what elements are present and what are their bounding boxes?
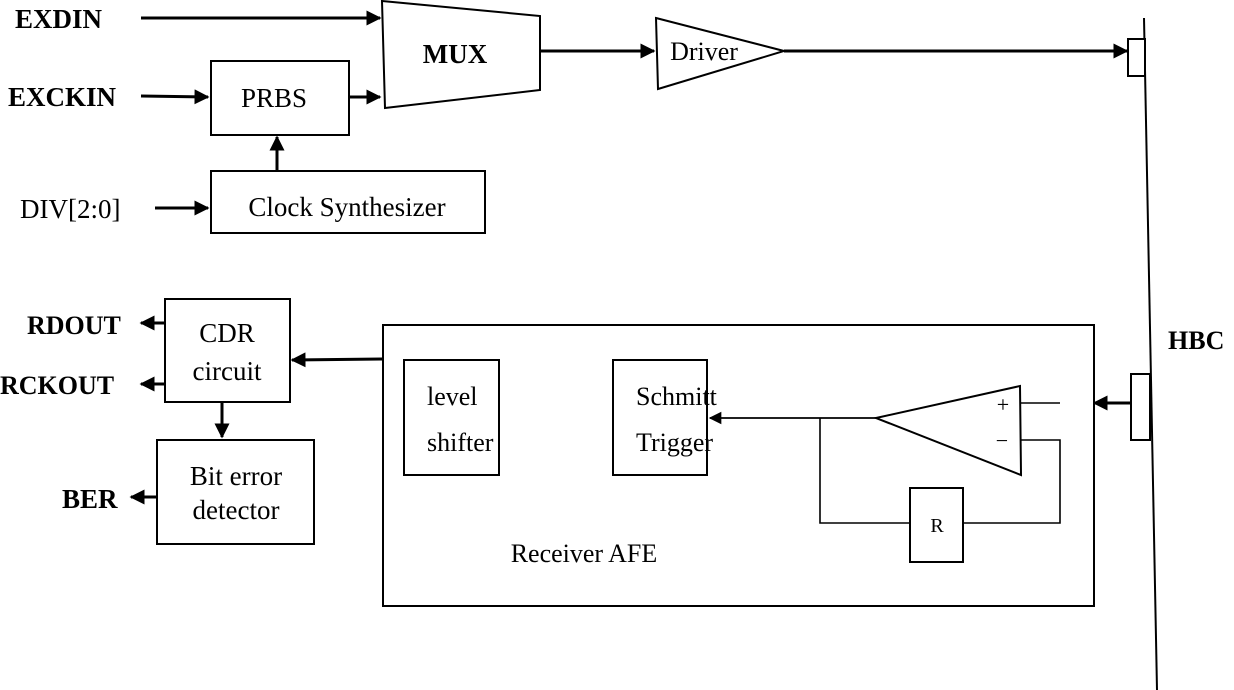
- exdin-label: EXDIN: [15, 4, 103, 34]
- schmitt-trigger-block: [612, 359, 708, 476]
- clock-synthesizer-block: [210, 170, 486, 234]
- receiver-afe-label: Receiver AFE: [511, 539, 658, 568]
- level-shifter-label-1: level: [427, 382, 478, 411]
- hbc-label: HBC: [1168, 326, 1224, 355]
- ber-label: BER: [62, 484, 118, 514]
- level-shifter-label-2: shifter: [427, 428, 494, 457]
- opamp-minus-sign: −: [996, 428, 1008, 453]
- tx-electrode: [1127, 38, 1146, 77]
- bit-error-detector-label-2: detector: [193, 495, 280, 525]
- resistor-block: [909, 487, 964, 563]
- exckin-arrow: [140, 89, 210, 105]
- rx-electrode: [1130, 373, 1151, 441]
- cdr-label-2: circuit: [193, 356, 262, 386]
- rckout-label: RCKOUT: [0, 371, 114, 400]
- cdr-circuit-block: [164, 298, 291, 403]
- schmitt-trigger-label-2: Trigger: [636, 428, 713, 457]
- opamp-minus-feedback-wire: [963, 439, 1061, 524]
- driver-block: [654, 16, 788, 91]
- receiver-afe-block: [382, 324, 1095, 607]
- div-label: DIV[2:0]: [20, 194, 120, 224]
- afe-to-cdr-arrow: [290, 352, 384, 368]
- rdout-label: RDOUT: [27, 311, 121, 340]
- hbc-channel-line: [1143, 17, 1158, 690]
- mux-block: [380, 0, 541, 110]
- schmitt-trigger-label-1: Schmitt: [636, 382, 718, 411]
- exckin-label: EXCKIN: [8, 82, 117, 112]
- opamp-symbol: [872, 384, 1023, 477]
- mux-label: MUX: [423, 39, 488, 69]
- level-shifter-block: [403, 359, 500, 476]
- feedback-wire-left: [819, 418, 910, 524]
- bit-error-detector-label-1: Bit error: [190, 461, 282, 491]
- bit-error-detector-block: [156, 439, 315, 545]
- prbs-label: PRBS: [241, 83, 307, 113]
- driver-label: Driver: [670, 37, 738, 66]
- clock-synthesizer-label: Clock Synthesizer: [248, 192, 445, 222]
- cdr-label-1: CDR: [199, 318, 255, 348]
- opamp-plus-sign: +: [997, 392, 1009, 417]
- resistor-label: R: [930, 515, 944, 537]
